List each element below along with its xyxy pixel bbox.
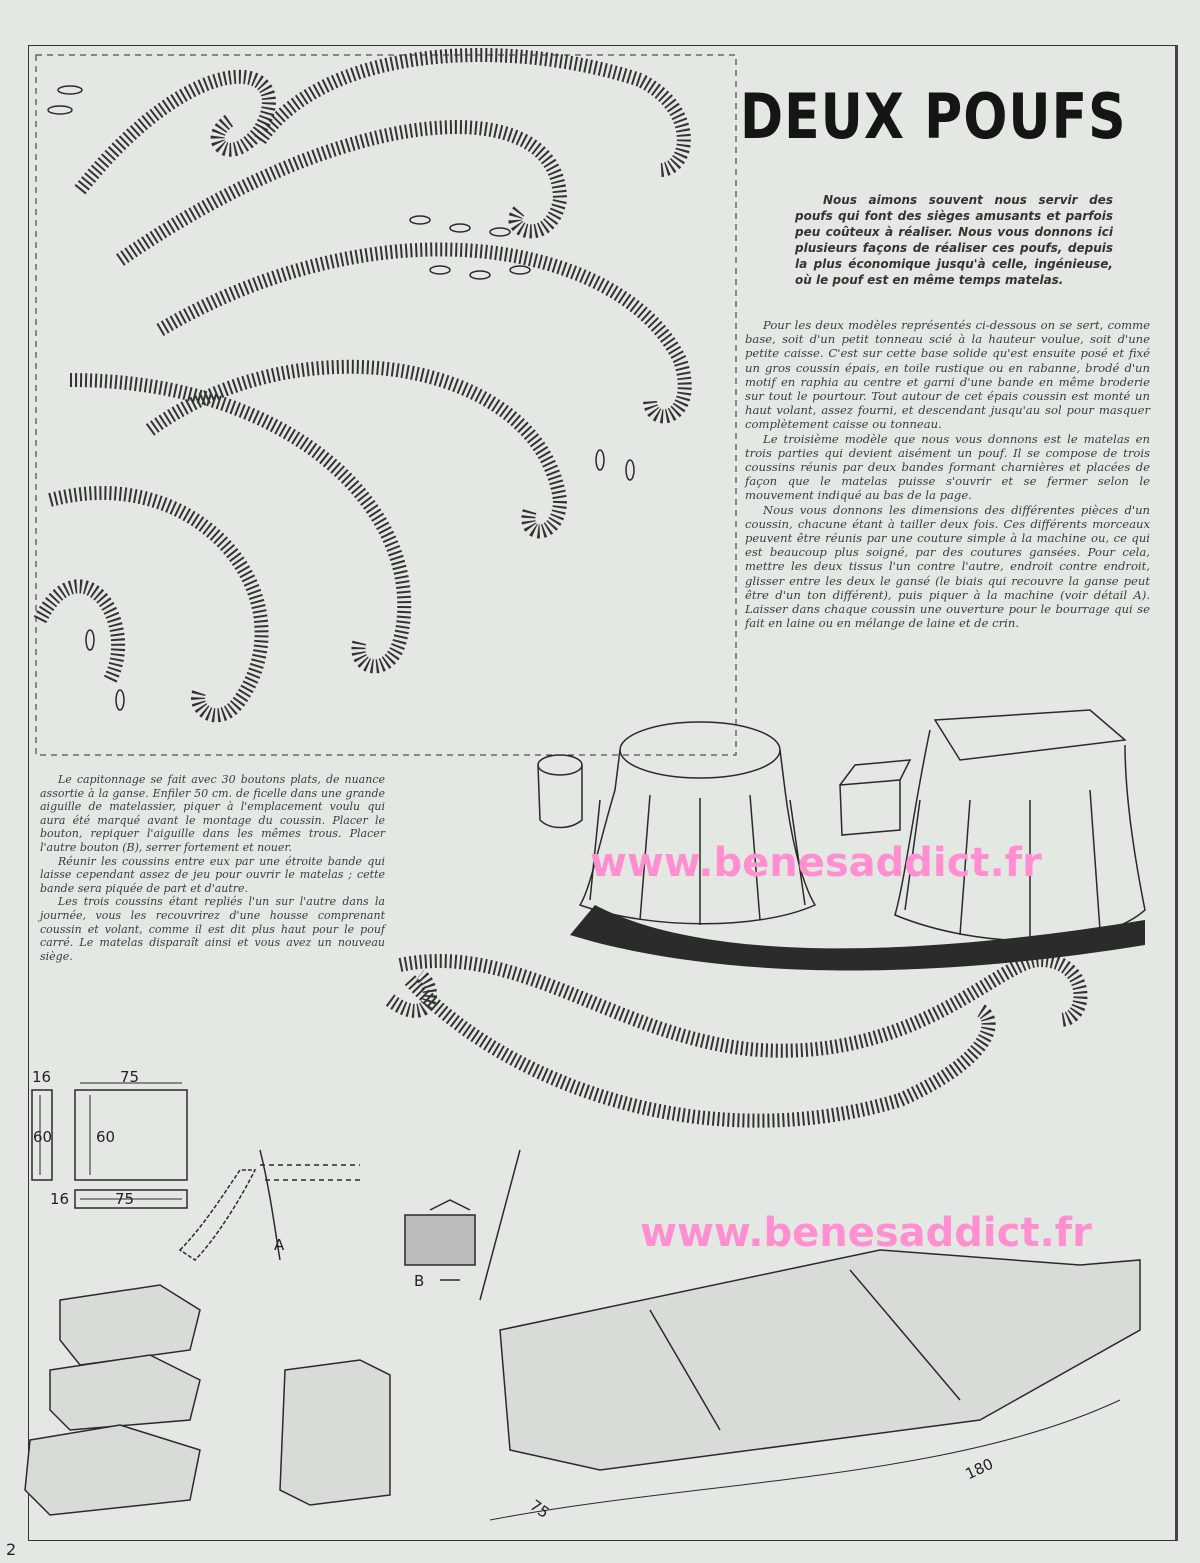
paragraph: Les trois coussins étant repliés l'un su… — [40, 895, 385, 963]
paragraph: Nous vous donnons les dimensions des dif… — [745, 502, 1150, 631]
mattress-drawing — [499, 1249, 1141, 1471]
round-pouf-drawing — [537, 721, 817, 925]
page-number: 2 — [6, 1540, 17, 1559]
paisley-motif-bottom — [385, 952, 1088, 1128]
folded-cushions-drawing — [24, 1284, 391, 1516]
stitch-marks — [47, 85, 635, 711]
detail-a-drawing — [178, 1149, 360, 1261]
watermark: www.benesaddict.fr — [640, 1210, 1092, 1256]
cushion-pattern-diagram — [31, 1082, 188, 1209]
detail-b-label: B — [414, 1272, 425, 1290]
paragraph: Le troisième modèle que nous vous donnon… — [745, 431, 1150, 503]
dim-band-width: 16 — [50, 1190, 70, 1208]
paragraph: Pour les deux modèles représentés ci-des… — [745, 318, 1150, 432]
page-border — [28, 45, 1178, 1541]
dim-side-width: 16 — [32, 1068, 52, 1086]
instructions-text: Pour les deux modèles représentés ci-des… — [745, 318, 1150, 630]
capitonnage-text: Le capitonnage se fait avec 30 boutons p… — [40, 773, 385, 963]
watermark: www.benesaddict.fr — [590, 840, 1042, 886]
intro-paragraph: Nous aimons souvent nous servir des pouf… — [795, 193, 1113, 287]
dim-side-height: 60 — [33, 1128, 53, 1146]
dim-panel-height: 60 — [96, 1128, 116, 1146]
dim-top-width: 75 — [120, 1068, 140, 1086]
dim-band-length: 75 — [115, 1190, 135, 1208]
paisley-motif-top — [33, 48, 692, 723]
shadow — [570, 905, 1145, 971]
paragraph: Réunir les coussins entre eux par une ét… — [40, 854, 385, 895]
square-pouf-drawing — [839, 709, 1146, 942]
page-title: DEUX POUFS — [740, 81, 1127, 154]
detail-a-label: A — [274, 1236, 285, 1254]
paragraph: Le capitonnage se fait avec 30 boutons p… — [40, 773, 385, 854]
detail-b-drawing — [404, 1149, 521, 1301]
pattern-outline — [35, 54, 737, 756]
